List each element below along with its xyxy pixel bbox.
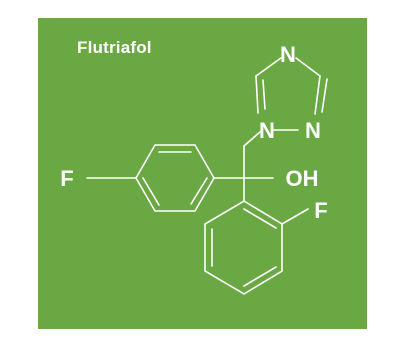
triazole-n1-label: N bbox=[259, 118, 275, 143]
flutriafol-structure: N N N F OH F bbox=[60, 42, 328, 295]
molecule-title: Flutriafol bbox=[77, 38, 152, 57]
ortho-fluorophenyl-ring bbox=[204, 200, 309, 295]
fluorophenyl-ring bbox=[86, 144, 215, 212]
fluorine-right-label: F bbox=[314, 198, 327, 223]
triazole-ring bbox=[255, 57, 328, 131]
ch2-linker bbox=[243, 131, 261, 147]
triazole-n-top-label: N bbox=[280, 42, 296, 67]
fluorine-left-label: F bbox=[60, 166, 73, 191]
molecule-panel: Flutriafol bbox=[38, 18, 367, 329]
hydroxyl-label: OH bbox=[286, 166, 319, 191]
central-carbon-bonds bbox=[213, 145, 274, 202]
triazole-n2-label: N bbox=[305, 118, 321, 143]
